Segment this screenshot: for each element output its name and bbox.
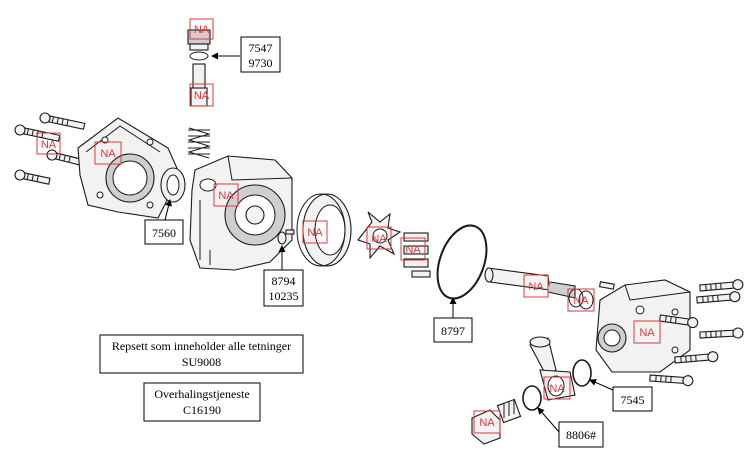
pump-body	[189, 155, 293, 271]
svg-text:NA: NA	[528, 281, 544, 293]
rotor	[357, 211, 402, 260]
svg-text:SU9008: SU9008	[182, 355, 221, 369]
o-ring-7545	[572, 359, 592, 387]
na-marker: NA	[189, 18, 214, 40]
na-marker: NA	[473, 410, 501, 434]
valve-stack	[187, 29, 211, 159]
overhaul-service-note: Overhalingstjeneste C16190	[143, 382, 261, 422]
svg-text:NA: NA	[371, 233, 387, 245]
na-marker: NA	[94, 141, 122, 165]
svg-text:8797: 8797	[441, 324, 465, 338]
svg-text:NA: NA	[549, 383, 565, 395]
svg-text:7547: 7547	[249, 41, 273, 55]
svg-text:Overhalingstjeneste: Overhalingstjeneste	[154, 387, 249, 401]
vanes	[403, 232, 431, 278]
flange-plate	[77, 117, 181, 219]
shaft-seals	[568, 281, 615, 310]
svg-text:NA: NA	[194, 24, 210, 36]
na-marker: NA	[633, 320, 661, 344]
svg-text:NA: NA	[479, 417, 495, 429]
banjo-bolt	[471, 398, 522, 445]
callout-8794: 8794 10235	[263, 245, 304, 307]
end-cover	[595, 279, 691, 373]
svg-text:10235: 10235	[269, 289, 299, 303]
seal-7560	[160, 167, 186, 203]
svg-text:NA: NA	[194, 90, 210, 102]
svg-text:8806#: 8806#	[566, 428, 596, 442]
na-marker: NA	[189, 83, 214, 107]
o-ring-8794	[277, 229, 295, 245]
na-marker: NA	[213, 183, 239, 207]
svg-text:NA: NA	[41, 139, 57, 151]
svg-text:7560: 7560	[152, 226, 176, 240]
na-marker: NA	[543, 376, 571, 400]
washer-8806	[522, 385, 542, 411]
bolt-set-left	[14, 112, 86, 185]
na-marker: NA	[567, 288, 595, 312]
na-marker: NA	[400, 237, 426, 261]
svg-text:NA: NA	[573, 295, 589, 307]
svg-text:8794: 8794	[272, 274, 296, 288]
svg-text:NA: NA	[218, 190, 234, 202]
svg-text:7545: 7545	[621, 393, 645, 407]
bolt-set-right	[649, 279, 744, 387]
na-marker: NA	[523, 274, 549, 298]
drive-shaft	[484, 267, 576, 299]
na-marker: NA	[36, 132, 61, 155]
callout-7560: 7560	[144, 199, 184, 245]
callout-8806: 8806#	[537, 407, 604, 448]
svg-text:NA: NA	[307, 227, 323, 239]
callout-7545: 7545	[589, 379, 653, 412]
cam-ring	[296, 193, 352, 267]
callout-7547: 7547 9730	[211, 36, 281, 73]
repair-kit-note: Repsett som inneholder alle tetninger SU…	[99, 334, 304, 374]
svg-text:Repsett som inneholder alle te: Repsett som inneholder alle tetninger	[112, 339, 291, 353]
svg-text:NA: NA	[639, 327, 655, 339]
svg-text:NA: NA	[100, 148, 116, 160]
svg-text:9730: 9730	[249, 56, 273, 70]
na-marker: NA	[366, 226, 392, 250]
o-ring-8797	[436, 224, 488, 300]
svg-text:NA: NA	[405, 244, 421, 256]
svg-text:C16190: C16190	[183, 403, 221, 417]
na-marker: NA	[302, 220, 328, 244]
callout-8797: 8797	[433, 297, 473, 343]
